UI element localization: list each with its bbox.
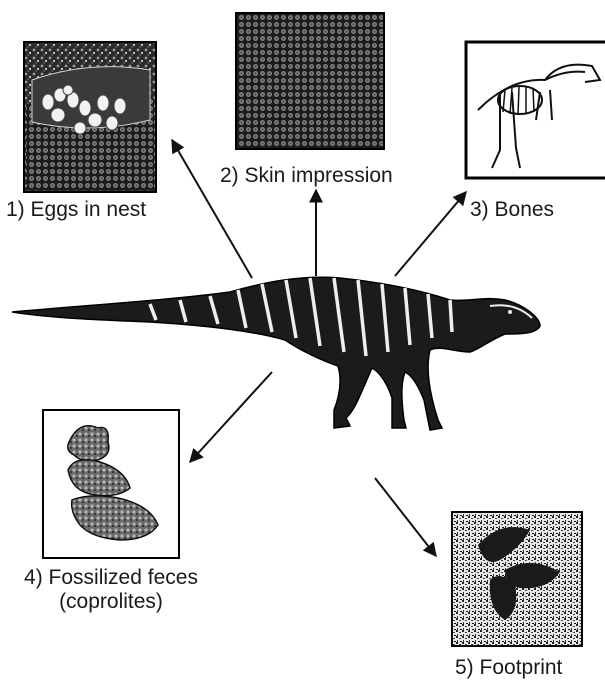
dinosaur-illustration xyxy=(12,277,540,430)
footprint-image xyxy=(452,512,582,646)
label-fossilized-feces-line2: (coprolites) xyxy=(6,590,216,614)
label-eggs-in-nest: 1) Eggs in nest xyxy=(6,198,146,222)
label-fossilized-feces-line1: 4) Fossilized feces xyxy=(6,566,216,590)
label-fossilized-feces: 4) Fossilized feces (coprolites) xyxy=(6,566,216,614)
skin-impression-image xyxy=(236,13,384,149)
bones-image xyxy=(466,42,605,178)
eggs-in-nest-image xyxy=(24,42,156,192)
label-footprint: 5) Footprint xyxy=(455,656,562,680)
arrow-to-eggs xyxy=(172,140,252,278)
arrow-to-footprint xyxy=(375,478,436,556)
label-bones: 3) Bones xyxy=(470,198,554,222)
label-skin-impression: 2) Skin impression xyxy=(220,164,393,188)
arrow-to-bones xyxy=(395,192,466,276)
coprolites-image xyxy=(43,410,179,558)
arrow-to-coprolites xyxy=(190,372,272,462)
